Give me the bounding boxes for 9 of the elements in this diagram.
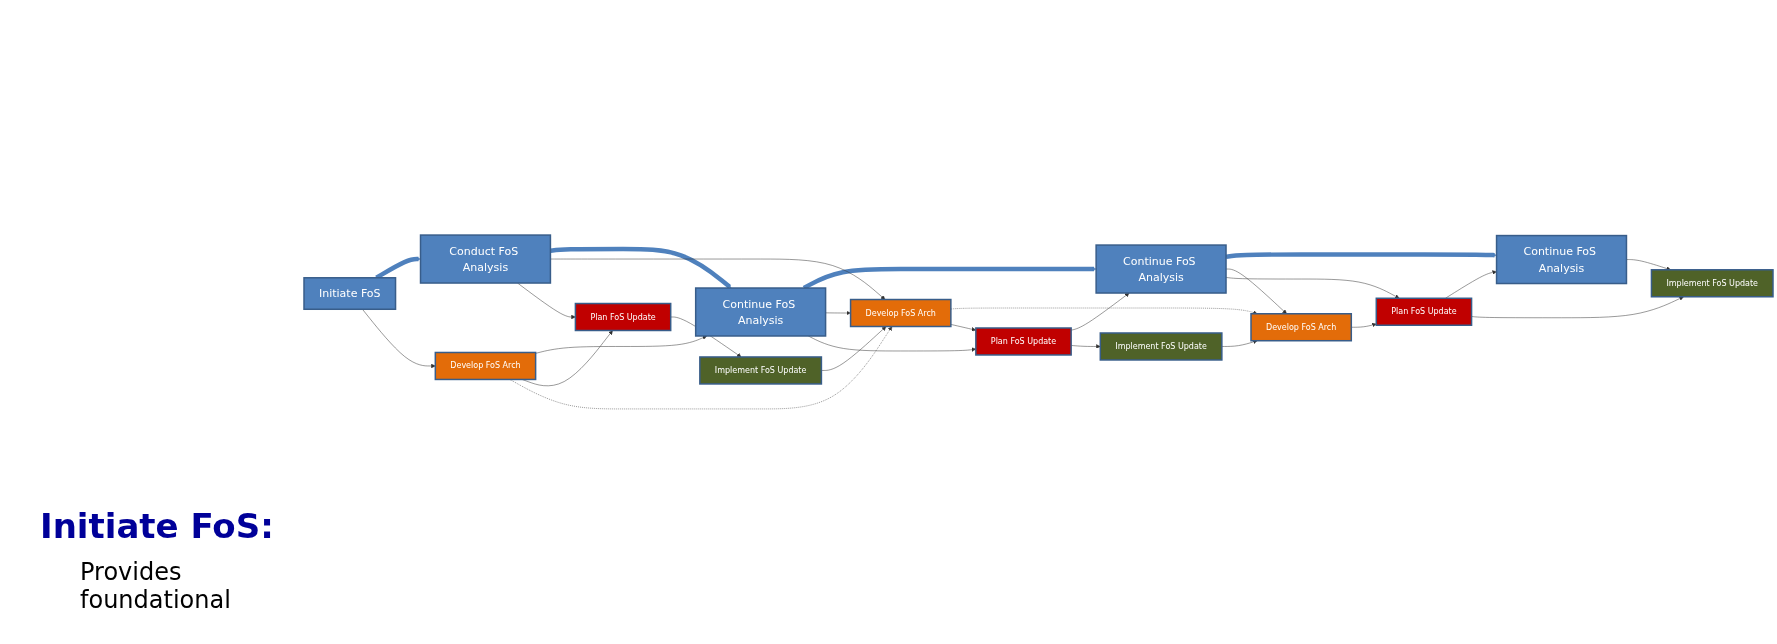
heading: Initiate FoS: xyxy=(40,506,275,546)
arrow xyxy=(550,246,732,289)
node-box: Initiate FoS xyxy=(303,277,397,310)
node-box: Conduct FoS Analysis xyxy=(419,234,552,284)
node-box: Continue FoS Analysis xyxy=(1095,244,1227,294)
arrow xyxy=(802,266,1097,290)
node-box: Continue FoS Analysis xyxy=(694,287,827,337)
node-box: Continue FoS Analysis xyxy=(1495,234,1628,285)
note-text: Provides foundational xyxy=(79,558,232,614)
